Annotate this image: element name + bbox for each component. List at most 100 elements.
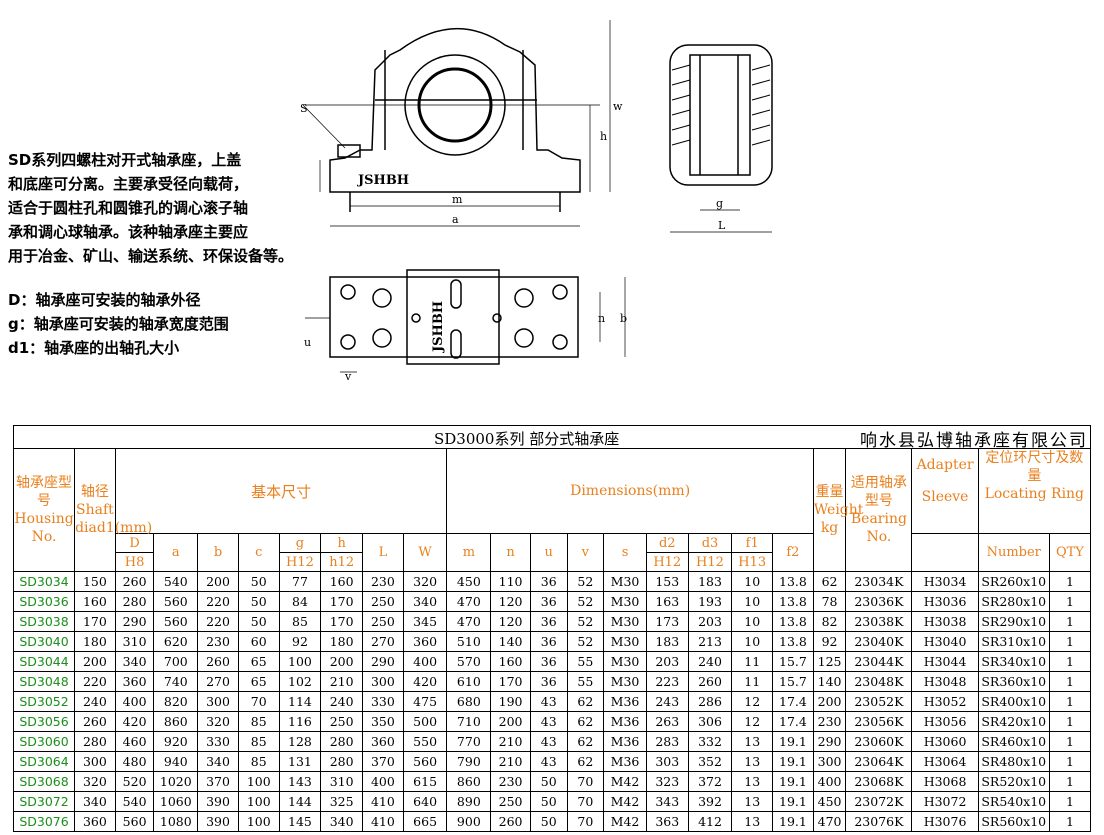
table-cell: 306 xyxy=(687,711,733,732)
table-cell: 180 xyxy=(320,631,364,652)
table-cell: 560 xyxy=(153,611,199,632)
table-cell: 23040K xyxy=(845,631,913,652)
table-cell: 85 xyxy=(237,751,280,772)
table-cell: 70 xyxy=(237,691,280,712)
table-cell: 450 xyxy=(812,791,847,812)
table-cell: 343 xyxy=(645,791,689,812)
housing-no-cell: SD3034 xyxy=(12,571,76,592)
hdr-hh12: h12 xyxy=(320,552,364,572)
table-cell: 200 xyxy=(320,651,364,672)
hdr-model: 轴承座型号Housing No. xyxy=(12,448,76,572)
table-cell: 65 xyxy=(237,651,280,672)
table-cell: 100 xyxy=(237,771,280,792)
table-cell: H3064 xyxy=(911,751,979,772)
table-cell: 412 xyxy=(687,811,733,832)
table-cell: 340 xyxy=(320,811,364,832)
hdr-d2: d2 xyxy=(645,533,689,553)
table-cell: 540 xyxy=(114,791,155,812)
table-cell: SR420x10 xyxy=(977,711,1050,732)
table-cell: 70 xyxy=(566,811,605,832)
hdr-L: L xyxy=(362,533,404,572)
table-cell: 190 xyxy=(490,691,531,712)
table-cell: 410 xyxy=(362,811,404,832)
table-cell: 23072K xyxy=(845,791,913,812)
hdr-f1H13: H13 xyxy=(731,552,774,572)
table-cell: 270 xyxy=(197,671,239,692)
table-cell: 310 xyxy=(320,771,364,792)
table-cell: 250 xyxy=(362,591,404,612)
table-cell: 120 xyxy=(490,591,531,612)
hdr-basic: 基本尺寸 xyxy=(114,448,448,534)
hdr-d3H12: H12 xyxy=(687,552,733,572)
table-cell: 13.8 xyxy=(772,571,814,592)
table-cell: 560 xyxy=(153,591,199,612)
table-cell: 560 xyxy=(114,811,155,832)
table-cell: 36 xyxy=(529,571,568,592)
table-cell: SR310x10 xyxy=(977,631,1050,652)
table-cell: 36 xyxy=(529,591,568,612)
table-cell: 19.1 xyxy=(772,771,814,792)
table-cell: 400 xyxy=(362,771,404,792)
table-cell: 203 xyxy=(645,651,689,672)
table-cell: 480 xyxy=(114,751,155,772)
table-cell: 210 xyxy=(320,671,364,692)
table-cell: 52 xyxy=(566,631,605,652)
table-cell: 120 xyxy=(490,611,531,632)
table-cell: 680 xyxy=(446,691,492,712)
table-cell: 36 xyxy=(529,611,568,632)
table-cell: 213 xyxy=(687,631,733,652)
table-cell: M42 xyxy=(603,771,647,792)
table-cell: 360 xyxy=(362,731,404,752)
housing-no-cell: SD3044 xyxy=(12,651,76,672)
table-cell: 43 xyxy=(529,691,568,712)
hdr-gH12: H12 xyxy=(278,552,322,572)
spec-table: SD3000系列 部分式轴承座 响水县弘博轴承座有限公司 轴承座型号Housin… xyxy=(12,425,1092,832)
table-cell: 290 xyxy=(362,651,404,672)
desc-line: 承和调心球轴承。该种轴承座主要应 xyxy=(8,223,249,241)
table-cell: 183 xyxy=(687,571,733,592)
table-cell: 1 xyxy=(1048,711,1092,732)
table-cell: 50 xyxy=(237,591,280,612)
note-line: d1：轴承座的出轴孔大小 xyxy=(8,339,180,357)
table-cell: 210 xyxy=(490,731,531,752)
table-cell: 62 xyxy=(566,711,605,732)
table-cell: 1 xyxy=(1048,631,1092,652)
table-cell: 243 xyxy=(645,691,689,712)
table-cell: 260 xyxy=(74,711,116,732)
table-cell: 82 xyxy=(812,611,847,632)
dim-b-label: b xyxy=(620,312,627,325)
housing-no-cell: SD3052 xyxy=(12,691,76,712)
table-cell: 13 xyxy=(731,791,774,812)
front-view xyxy=(302,20,611,227)
table-cell: 23048K xyxy=(845,671,913,692)
table-cell: 144 xyxy=(278,791,322,812)
table-cell: 10 xyxy=(731,591,774,612)
table-cell: 1 xyxy=(1048,611,1092,632)
table-cell: 940 xyxy=(153,751,199,772)
dim-v-label: v xyxy=(344,370,352,383)
table-cell: 50 xyxy=(529,811,568,832)
hdr-c: c xyxy=(237,533,280,572)
hdr-g: g xyxy=(278,533,322,553)
table-cell: 10 xyxy=(731,571,774,592)
table-cell: 860 xyxy=(153,711,199,732)
table-cell: 12 xyxy=(731,691,774,712)
table-cell: 550 xyxy=(402,731,448,752)
table-cell: 352 xyxy=(687,751,733,772)
table-cell: 50 xyxy=(529,771,568,792)
table-cell: 390 xyxy=(197,791,239,812)
table-cell: 220 xyxy=(197,591,239,612)
table-cell: M42 xyxy=(603,811,647,832)
table-cell: 193 xyxy=(687,591,733,612)
table-cell: 1080 xyxy=(153,811,199,832)
table-cell: 13 xyxy=(731,731,774,752)
table-cell: 360 xyxy=(114,671,155,692)
table-cell: 100 xyxy=(237,791,280,812)
table-cell: 13.8 xyxy=(772,591,814,612)
table-cell: 36 xyxy=(529,651,568,672)
table-cell: 250 xyxy=(362,611,404,632)
hdr-a: a xyxy=(153,533,199,572)
